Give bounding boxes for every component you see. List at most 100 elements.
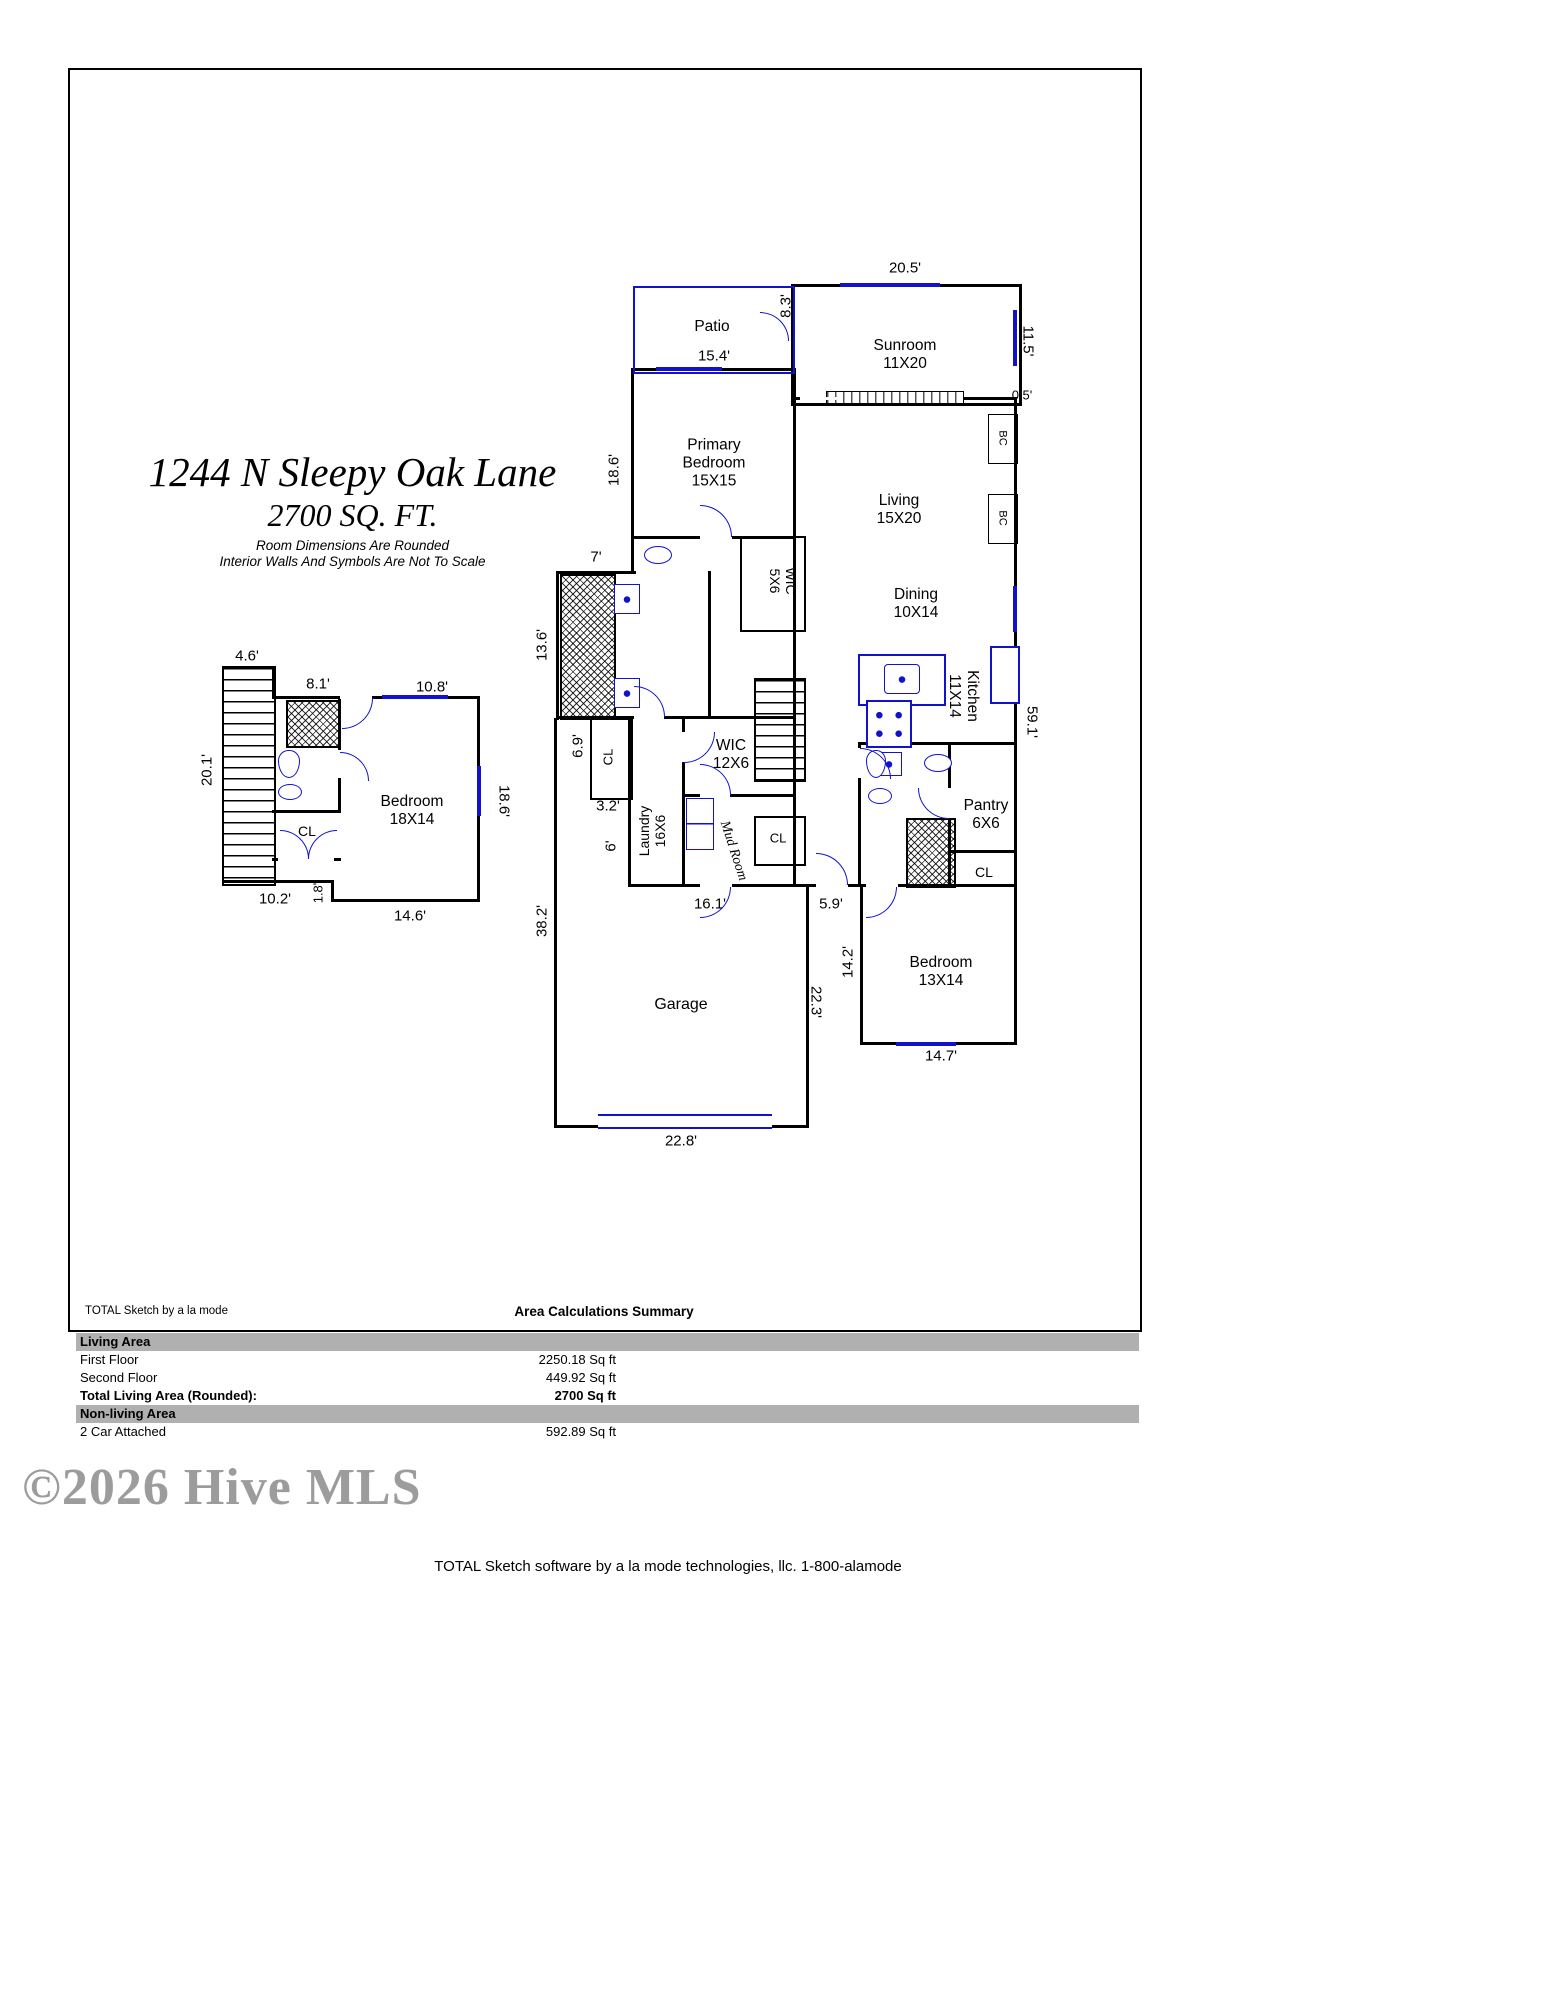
- mudroom-closet-outline: [754, 816, 806, 866]
- wall: [682, 716, 685, 887]
- room-label-primary-bedroom: Primary Bedroom 15X15: [667, 436, 761, 489]
- sink-icon: [868, 788, 892, 804]
- wall: [860, 884, 863, 1045]
- row-value: 2250.18 Sq ft: [538, 1352, 616, 1367]
- dim-mudroom-width: 16.1': [693, 895, 727, 913]
- closet-label: CL: [975, 863, 993, 880]
- closet-label: CL: [600, 748, 616, 766]
- washer-dryer-icon: [686, 798, 714, 850]
- closet-label: CL: [769, 830, 787, 846]
- wall: [1014, 397, 1017, 1045]
- dim-wall-six: 6': [602, 840, 620, 852]
- dim-bedroom18-top: 10.8': [415, 678, 449, 696]
- bookcase-label: BC: [996, 430, 1009, 446]
- wall: [858, 742, 1017, 745]
- window: [1013, 586, 1017, 632]
- dim-right-side: 59.1': [1023, 705, 1041, 739]
- wall: [556, 571, 559, 720]
- door-opening: [800, 397, 842, 400]
- room-name: Dining: [894, 586, 938, 604]
- row-value: 592.89 Sq ft: [545, 1424, 616, 1439]
- window: [477, 766, 481, 816]
- section-header-label: Non-living Area: [80, 1406, 176, 1421]
- table-section-header: Non-living Area: [76, 1405, 1139, 1423]
- wall: [858, 742, 861, 887]
- dim-bedroom18-side: 18.6': [495, 784, 513, 818]
- window: [1013, 310, 1017, 366]
- page-border: [68, 68, 1142, 1332]
- door-opening: [340, 696, 372, 699]
- room-name: Sunroom: [873, 337, 937, 355]
- row-label: 2 Car Attached: [80, 1424, 166, 1439]
- garage-door: [598, 1114, 772, 1129]
- room-label-pantry: Pantry 6X6: [964, 797, 1009, 833]
- window: [382, 695, 448, 699]
- room-name: WIC: [715, 737, 747, 755]
- door-opening: [816, 884, 848, 887]
- door-opening: [700, 536, 732, 539]
- note-line-1: Room Dimensions Are Rounded: [255, 538, 450, 553]
- wall: [806, 884, 809, 1128]
- wall: [331, 880, 334, 902]
- bookcase-label: BC: [996, 510, 1009, 526]
- row-label: Total Living Area (Rounded):: [80, 1388, 257, 1403]
- bookcase-2: [988, 494, 1018, 544]
- island-sink-icon: [884, 664, 920, 694]
- door-opening: [278, 858, 334, 861]
- row-value: 449.92 Sq ft: [545, 1370, 616, 1385]
- closet-label: CL: [298, 822, 316, 839]
- table-row: Second Floor 449.92 Sq ft: [76, 1369, 1139, 1387]
- hall-bath-shower: [906, 818, 956, 888]
- dim-garage-width: 22.8': [664, 1132, 698, 1150]
- square-footage: 2700 SQ. FT.: [267, 497, 438, 533]
- dim-sunroom-width: 20.5': [888, 259, 922, 277]
- dim-patio-width: 15.4': [697, 347, 731, 365]
- room-size: 15X15: [691, 471, 737, 489]
- dim-sunroom-offset: 0.5': [1011, 387, 1033, 403]
- door-opening: [700, 794, 730, 797]
- dim-sunroom-depth: 11.5': [1019, 325, 1037, 357]
- room-label-bedroom-18: Bedroom 18X14: [381, 793, 444, 829]
- dim-stairs-width: 4.6': [235, 647, 259, 665]
- mls-watermark: ©2026 Hive MLS: [22, 1459, 422, 1516]
- wall: [554, 718, 557, 1128]
- dim-hall-width: 3.2': [596, 797, 620, 815]
- note-line-2: Interior Walls And Symbols Are Not To Sc…: [219, 554, 486, 569]
- dim-garage-right-side: 22.3': [807, 985, 825, 1019]
- dim-primary-side: 18.6': [605, 453, 623, 487]
- wall: [628, 716, 631, 887]
- primary-vanity-1-icon: [614, 584, 640, 614]
- wall: [272, 810, 341, 813]
- wall: [793, 368, 796, 887]
- table-row-total: Total Living Area (Rounded): 2700 Sq ft: [76, 1387, 1139, 1405]
- room-name: WIC: [783, 567, 800, 595]
- room-label-dining: Dining 10X14: [894, 586, 939, 622]
- dim-bath-top: 7': [590, 548, 602, 566]
- wall: [708, 571, 711, 719]
- room-size: 6X6: [972, 815, 1000, 832]
- window: [896, 1042, 956, 1046]
- door-opening: [700, 884, 732, 887]
- room-size: 18X14: [389, 811, 435, 828]
- wic-small-outline: [740, 536, 806, 632]
- wall: [331, 899, 480, 902]
- range-icon: [866, 700, 912, 748]
- room-name: Bedroom: [909, 954, 973, 972]
- wall: [948, 850, 1017, 853]
- wall: [631, 368, 634, 574]
- wall: [272, 696, 480, 699]
- dim-garage-side: 38.2': [533, 904, 551, 938]
- room-size: 11X20: [883, 355, 927, 372]
- door-opening: [858, 748, 861, 778]
- room-name: Living: [878, 492, 920, 510]
- sketch-credit: TOTAL Sketch by a la mode: [85, 1305, 228, 1317]
- primary-sink-icon: [644, 546, 672, 564]
- address-title: 1244 N Sleepy Oak Lane: [148, 449, 557, 495]
- wall: [222, 880, 334, 883]
- section-header-label: Living Area: [80, 1334, 151, 1349]
- patio-outline: [633, 286, 795, 374]
- room-name: Pantry: [963, 797, 1009, 815]
- upper-staircase: [222, 666, 276, 886]
- refrigerator-icon: [990, 646, 1020, 704]
- room-name: Bedroom: [380, 793, 444, 811]
